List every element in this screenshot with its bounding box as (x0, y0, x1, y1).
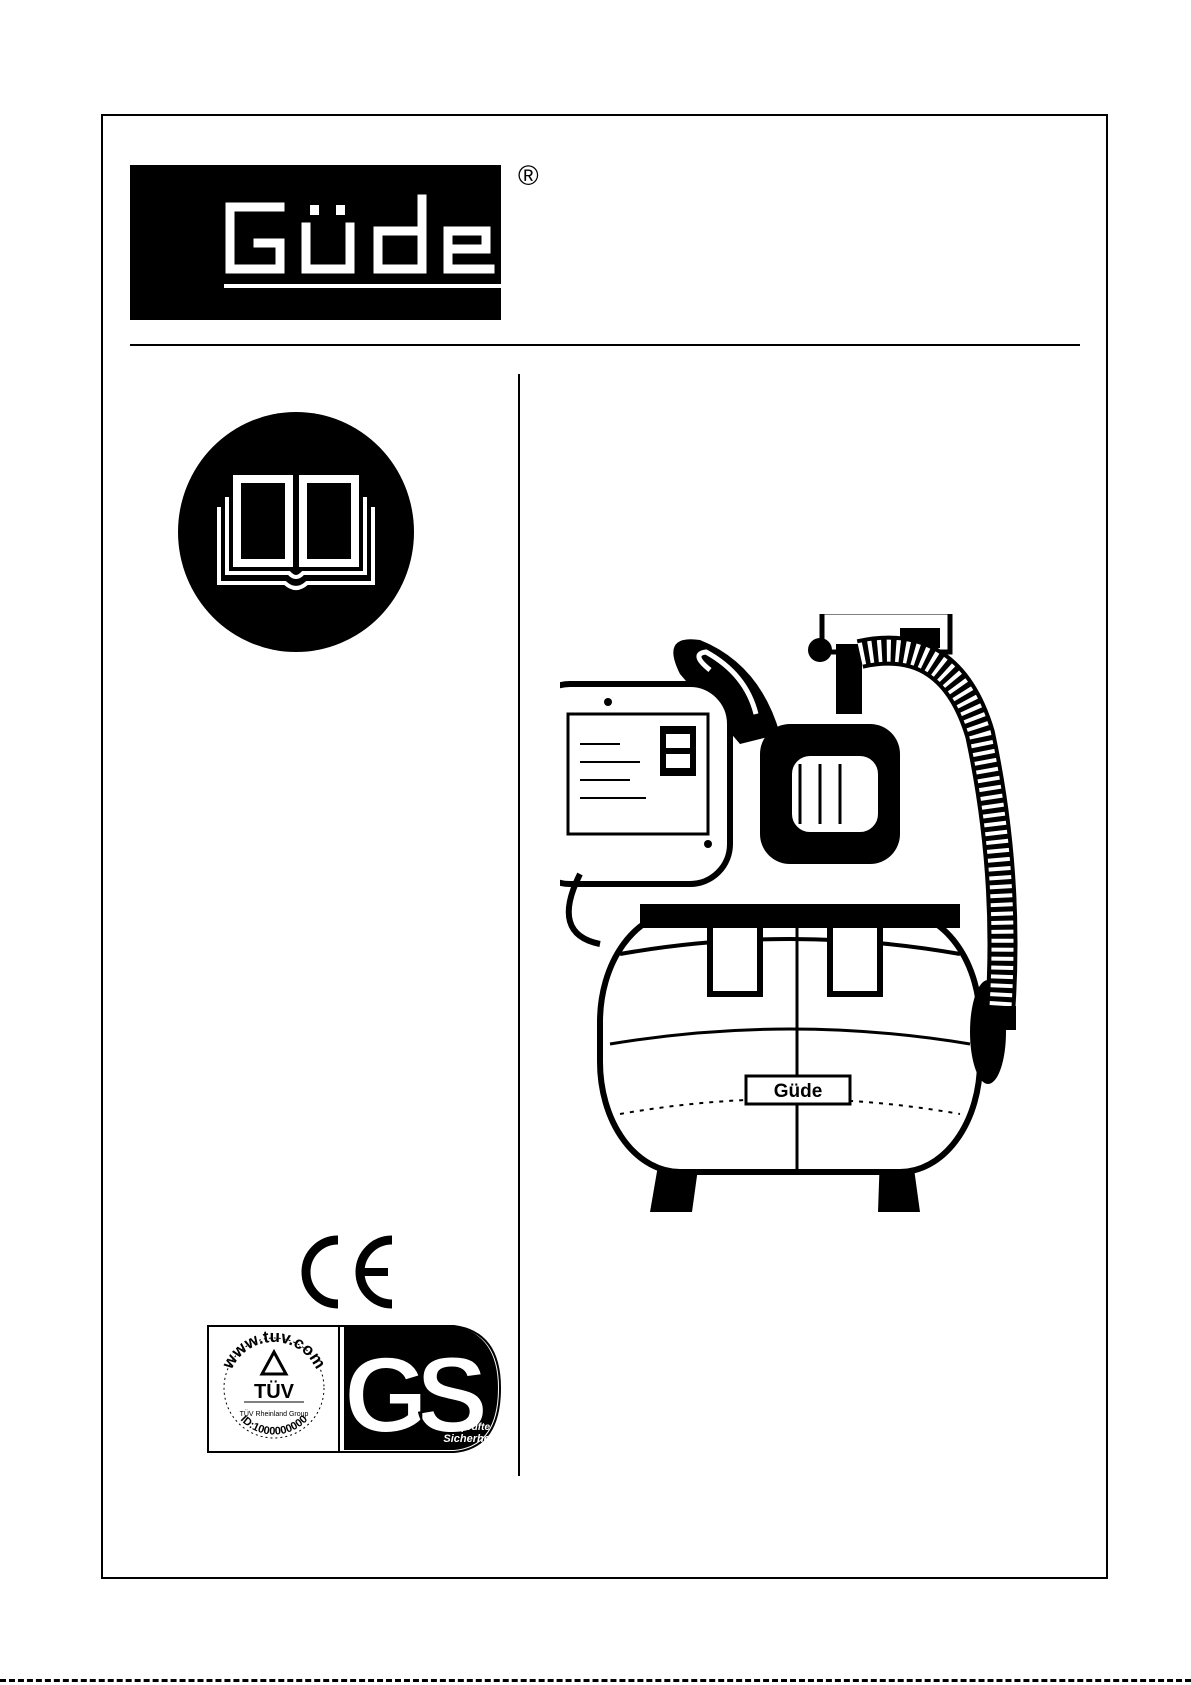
page-bottom-edge (0, 1679, 1191, 1682)
product-badge: Güde (774, 1081, 823, 1102)
certification-seals: www.tuv.com TÜV TÜV Rheinland Group ID:1… (204, 1322, 504, 1461)
column-divider (518, 374, 520, 1476)
gs-line2: Sicherheit (443, 1433, 498, 1445)
gs-line1: geprüfte (449, 1422, 490, 1433)
read-manual-icon (177, 411, 415, 658)
gs-seal: GS geprüfte Sicherheit (344, 1326, 498, 1455)
header-divider (130, 344, 1080, 346)
brand-logo (130, 165, 501, 320)
ce-mark (294, 1234, 398, 1315)
product-image-pump: Güde (560, 614, 1070, 1219)
tuv-name: TÜV (254, 1380, 295, 1403)
registered-trademark-mark: ® (518, 162, 539, 190)
guede-logo-mark (130, 165, 501, 320)
